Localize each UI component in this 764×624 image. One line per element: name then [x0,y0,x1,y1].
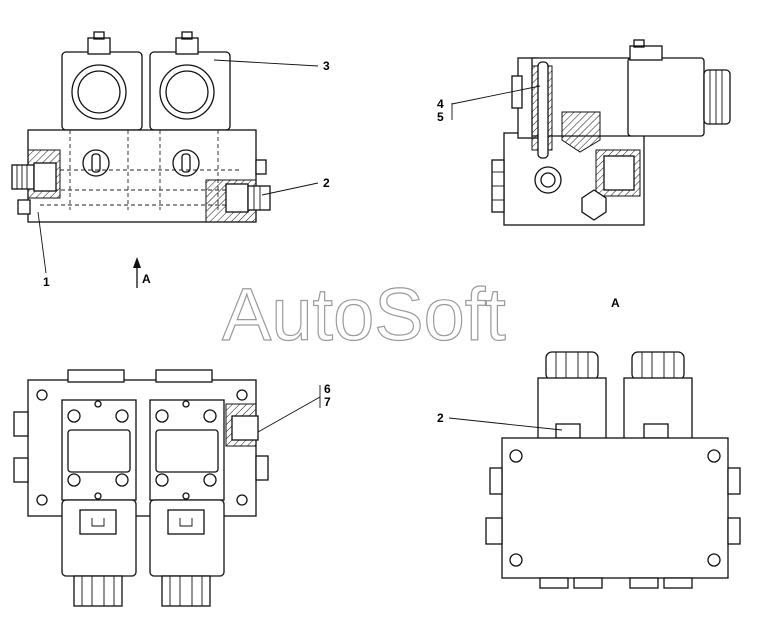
view-side [491,39,731,226]
view-top [13,369,269,607]
callout-2-front: 2 [323,176,330,190]
arrow-a-label: A [142,272,151,286]
callout-3: 3 [323,59,330,73]
view-front [11,31,271,223]
valve-body-view-a [501,437,729,579]
callout-4: 4 [437,97,444,111]
callout-7: 7 [324,395,331,409]
view-a-label: A [611,296,620,310]
callout-5: 5 [437,110,444,124]
watermark-text: AutoSoft [222,273,506,356]
callout-2-view-a: 2 [437,411,444,425]
callout-6: 6 [324,382,331,396]
callout-1: 1 [43,275,50,289]
view-a [485,351,741,589]
